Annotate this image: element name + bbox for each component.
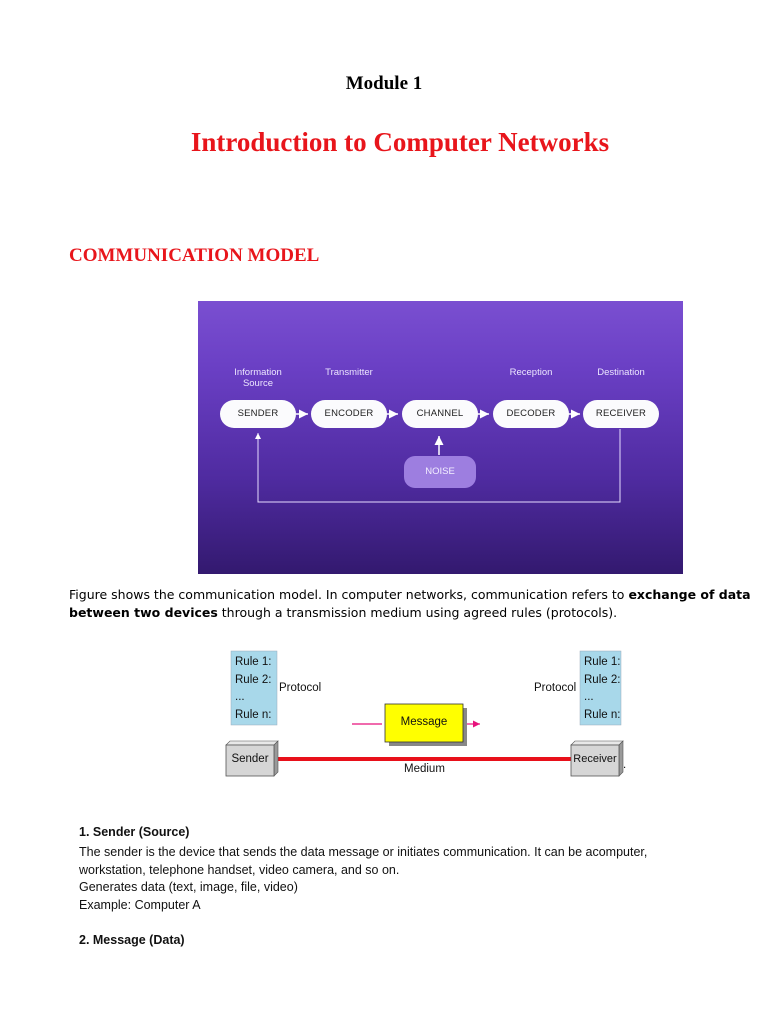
sender-line-1: The sender is the device that sends the … bbox=[79, 845, 648, 859]
sender-section-body: The sender is the device that sends the … bbox=[79, 844, 729, 914]
receiver-rule-box bbox=[579, 650, 622, 726]
communication-model-figure: Information Source Transmitter Reception… bbox=[198, 301, 683, 574]
rule-item: Rule 1: bbox=[584, 656, 621, 668]
stage-label-reception: Reception bbox=[509, 367, 553, 378]
intro-paragraph: Figure shows the communication model. In… bbox=[69, 586, 768, 622]
stage-label-transmitter: Transmitter bbox=[325, 367, 373, 378]
stage-label-destination: Destination bbox=[597, 367, 645, 378]
intro-text-1: Figure shows the communication model. In… bbox=[69, 587, 629, 602]
sender-line-4: Example: Computer A bbox=[79, 897, 201, 912]
rule-item: Rule 2: bbox=[235, 673, 272, 686]
receiver-rule-list: Rule 1: Rule 2: ... Rule n: bbox=[584, 654, 620, 724]
receiver-stage-box: RECEIVER bbox=[583, 400, 659, 428]
rule-item: Rule n: bbox=[584, 708, 621, 721]
message-box bbox=[384, 703, 464, 743]
message-label: Message bbox=[400, 716, 448, 728]
receiver-label: Receiver bbox=[573, 753, 617, 765]
sender-line-3: Generates data (text, image, file, video… bbox=[79, 880, 298, 894]
communication-model-connectors bbox=[255, 409, 621, 503]
rule-item: ... bbox=[235, 691, 245, 703]
section-heading: COMMUNICATION MODEL bbox=[69, 245, 320, 266]
protocol-figure: Rule 1: Rule 2: ... Rule n: Rule 1: Rule… bbox=[222, 648, 634, 780]
rule-item: Rule 1: bbox=[235, 656, 272, 668]
noise-box: NOISE bbox=[404, 456, 476, 488]
rule-item: ... bbox=[584, 691, 594, 703]
rule-item: Rule 2: bbox=[584, 673, 621, 686]
sender-protocol-label: Protocol bbox=[279, 682, 322, 694]
medium-label: Medium bbox=[404, 763, 445, 775]
receiver-protocol-label: Protocol bbox=[534, 682, 577, 694]
stage-label-information-source: Information Source bbox=[234, 367, 282, 389]
rule-item: Rule n: bbox=[235, 708, 272, 721]
receiver-box bbox=[570, 744, 620, 777]
sender-label: Sender bbox=[231, 753, 269, 765]
intro-text-2: through a transmission medium using agre… bbox=[217, 605, 618, 620]
sender-rule-box bbox=[230, 650, 278, 726]
encoder-stage-box: ENCODER bbox=[311, 400, 387, 428]
message-section-heading: 2. Message (Data) bbox=[79, 933, 185, 947]
protocol-diagram bbox=[225, 650, 624, 777]
sender-section-heading: 1. Sender (Source) bbox=[79, 825, 190, 839]
sender-line-2: workstation, telephone handset, video ca… bbox=[79, 862, 400, 877]
sender-rule-list: Rule 1: Rule 2: ... Rule n: bbox=[235, 654, 271, 724]
feedback-loop-arrow bbox=[255, 429, 621, 503]
intro-bold-text: exchange of data between two devices bbox=[69, 587, 751, 620]
figure-period: . bbox=[623, 759, 627, 771]
sender-box bbox=[225, 744, 275, 777]
sender-stage-box: SENDER bbox=[220, 400, 296, 428]
module-label: Module 1 bbox=[345, 73, 423, 94]
decoder-stage-box: DECODER bbox=[493, 400, 569, 428]
channel-stage-box: CHANNEL bbox=[402, 400, 478, 428]
page-title: Introduction to Computer Networks bbox=[190, 127, 610, 157]
